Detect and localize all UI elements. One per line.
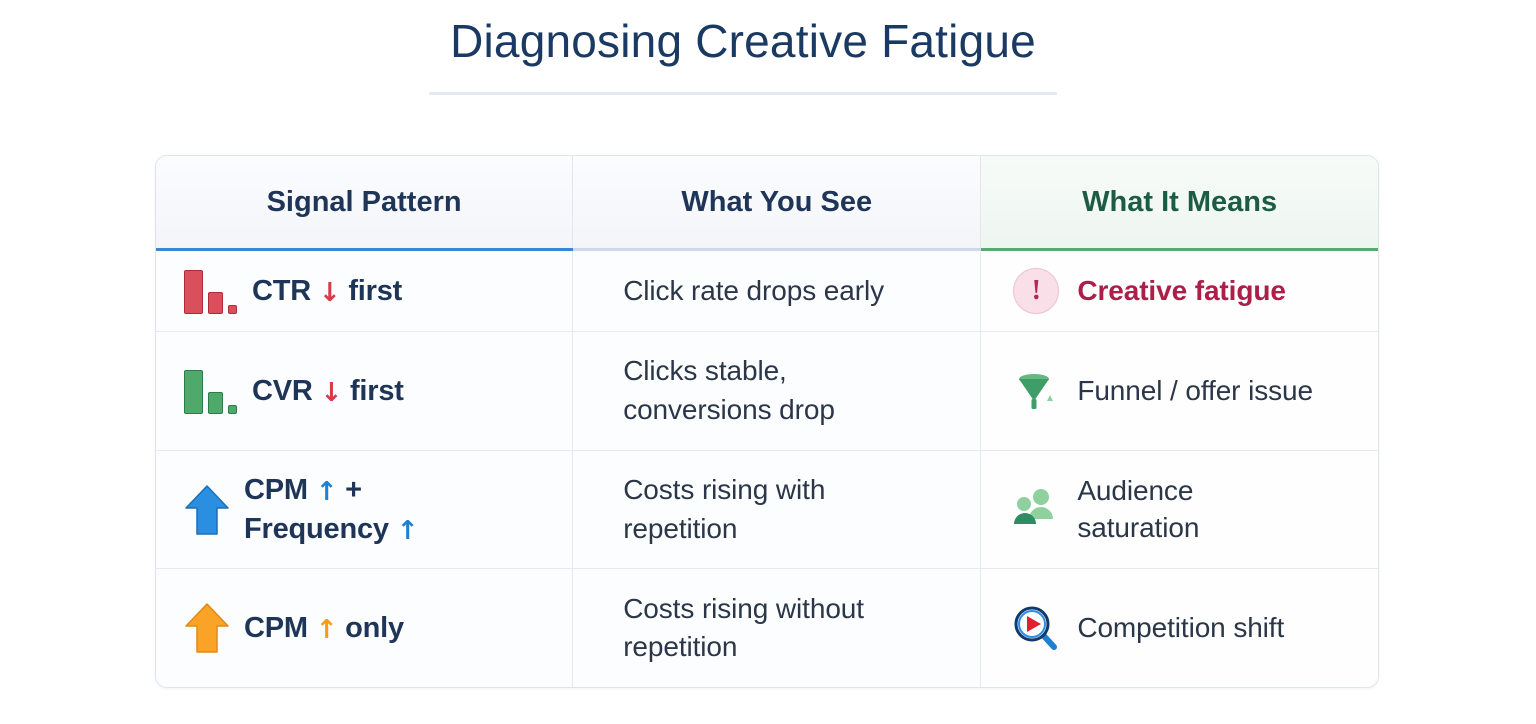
table-row: CTR ↓ first Click rate drops early ! <box>156 249 1378 332</box>
table-header-row: Signal Pattern What You See What It Mean… <box>156 156 1378 251</box>
signal-label: CVR ↓ first <box>252 372 404 410</box>
signal-qualifier: only <box>345 612 404 645</box>
signal-metric: CTR <box>252 274 312 307</box>
cell-what-it-means: Audience saturation <box>980 449 1378 569</box>
cell-signal-pattern: CPM ↑ + Frequency ↑ <box>156 449 574 569</box>
column-header-what-it-means: What It Means <box>980 156 1378 251</box>
signal-metric: CPM <box>244 612 308 645</box>
bar-chart-declining-red-icon <box>184 268 238 314</box>
arrow-up-amber-icon <box>184 602 230 654</box>
arrow-up-icon-secondary: ↑ <box>396 515 419 546</box>
cell-what-it-means: Competition shift <box>980 568 1378 687</box>
arrow-up-icon: ↑ <box>315 477 338 508</box>
signal-matrix-table: Signal Pattern What You See What It Mean… <box>155 155 1379 688</box>
cell-signal-pattern: CTR ↓ first <box>156 249 574 332</box>
title-divider <box>429 92 1057 96</box>
signal-label: CTR ↓ first <box>252 272 402 310</box>
signal-metric: CVR <box>252 374 313 407</box>
cell-what-you-see: Costs rising with repetition <box>572 449 982 569</box>
signal-label: CPM ↑ only <box>244 609 404 647</box>
signal-connector: + <box>345 474 362 507</box>
funnel-icon <box>1009 365 1063 417</box>
arrow-down-icon: ↓ <box>318 277 341 308</box>
cell-signal-pattern: CPM ↑ only <box>156 568 574 687</box>
meaning-text: Funnel / offer issue <box>1077 374 1313 406</box>
bar-chart-declining-green-icon <box>184 368 238 414</box>
signal-qualifier: first <box>349 374 404 407</box>
arrow-up-icon: ↑ <box>315 615 338 646</box>
alert-circle-icon: ! <box>1009 265 1063 317</box>
title-block: Diagnosing Creative Fatigue <box>0 14 1486 96</box>
signal-metric-secondary: Frequency <box>244 512 389 545</box>
table-row: CVR ↓ first Clicks stable, conversions d… <box>156 330 1378 451</box>
audience-group-icon <box>1009 484 1063 536</box>
table-row: CPM ↑ only Costs rising without repetiti… <box>156 568 1378 687</box>
column-header-what-you-see: What You See <box>572 156 982 251</box>
what-you-see-text: Costs rising without repetition <box>623 592 864 663</box>
magnifier-play-icon <box>1009 602 1063 654</box>
signal-metric: CPM <box>244 474 308 507</box>
cell-what-you-see: Costs rising without repetition <box>572 568 982 687</box>
cell-what-it-means: ! Creative fatigue <box>980 249 1378 332</box>
meaning-text: Audience saturation <box>1077 475 1200 543</box>
table-row: CPM ↑ + Frequency ↑ Costs rising with re… <box>156 449 1378 569</box>
signal-qualifier: first <box>348 274 403 307</box>
signal-label: CPM ↑ + Frequency ↑ <box>244 471 419 548</box>
cell-what-it-means: Funnel / offer issue <box>980 330 1378 451</box>
what-you-see-text: Clicks stable, conversions drop <box>623 355 835 425</box>
arrow-down-icon: ↓ <box>320 377 343 408</box>
cell-what-you-see: Clicks stable, conversions drop <box>572 330 982 451</box>
meaning-text: Creative fatigue <box>1077 274 1286 306</box>
meaning-text: Competition shift <box>1077 612 1285 644</box>
what-you-see-text: Click rate drops early <box>623 274 884 306</box>
page-title: Diagnosing Creative Fatigue <box>450 15 1036 67</box>
arrow-up-blue-icon <box>184 484 230 536</box>
what-you-see-text: Costs rising with repetition <box>623 473 826 544</box>
cell-signal-pattern: CVR ↓ first <box>156 330 574 451</box>
column-header-signal-pattern: Signal Pattern <box>156 156 574 251</box>
cell-what-you-see: Click rate drops early <box>572 249 982 332</box>
